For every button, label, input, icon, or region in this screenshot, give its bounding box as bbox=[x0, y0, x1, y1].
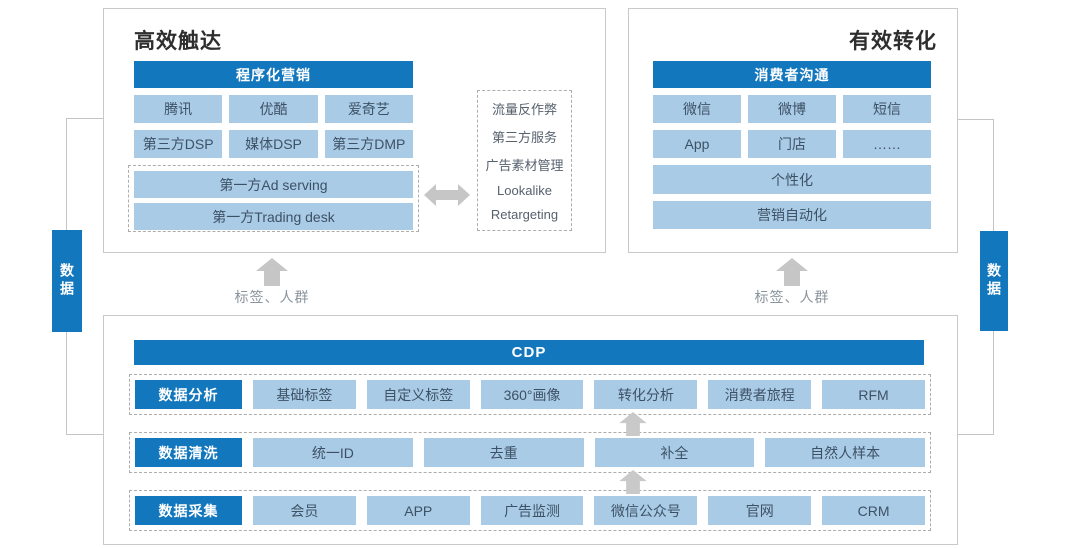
cleaning-cell: 补全 bbox=[594, 438, 755, 467]
analysis-cell: 转化分析 bbox=[594, 380, 698, 409]
channel-row-2: App 门店 …… bbox=[653, 130, 931, 158]
first-party-group: 第一方Ad serving 第一方Trading desk bbox=[128, 165, 419, 232]
up-arrow-icon bbox=[776, 258, 808, 291]
data-rail-left: 数据 bbox=[52, 230, 82, 332]
data-analysis-label: 数据分析 bbox=[135, 380, 242, 409]
programmatic-marketing-header: 程序化营销 bbox=[134, 61, 413, 88]
platform-cell: 第三方DMP bbox=[324, 130, 413, 158]
service-item: 流量反作弊 bbox=[491, 102, 557, 117]
media-row: 腾讯 优酷 爱奇艺 bbox=[134, 95, 413, 123]
collection-cell: CRM bbox=[822, 496, 925, 525]
data-cleaning-label: 数据清洗 bbox=[135, 438, 242, 467]
collection-cell: 广告监测 bbox=[480, 496, 584, 525]
collection-cell: 会员 bbox=[253, 496, 356, 525]
flow-label-right: 标签、人群 bbox=[754, 289, 830, 305]
channel-row: 微信 微博 短信 bbox=[653, 95, 931, 123]
collection-cell: 官网 bbox=[708, 496, 812, 525]
cleaning-cell: 统一ID bbox=[253, 438, 413, 467]
service-item: Lookalike bbox=[497, 183, 552, 198]
up-arrow-icon bbox=[256, 258, 288, 291]
analysis-cell: 360°画像 bbox=[480, 380, 584, 409]
channel-cell: 微信 bbox=[653, 95, 741, 123]
bidirectional-arrow-icon bbox=[424, 177, 470, 218]
third-party-services-panel: 流量反作弊 第三方服务 广告素材管理 Lookalike Retargeting bbox=[477, 90, 572, 231]
channel-cell: 门店 bbox=[748, 130, 836, 158]
consumer-communication-header: 消费者沟通 bbox=[653, 61, 931, 88]
cleaning-cell: 去重 bbox=[423, 438, 584, 467]
data-collection-row: 数据采集 会员 APP 广告监测 微信公众号 官网 CRM bbox=[129, 490, 931, 531]
analysis-cell: 消费者旅程 bbox=[708, 380, 812, 409]
platform-cell: 媒体DSP bbox=[229, 130, 318, 158]
service-item: 广告素材管理 bbox=[485, 158, 564, 173]
reach-panel-title: 高效触达 bbox=[134, 30, 222, 53]
platform-row: 第三方DSP 媒体DSP 第三方DMP bbox=[134, 130, 413, 158]
media-cell: 爱奇艺 bbox=[324, 95, 413, 123]
analysis-cell: RFM bbox=[822, 380, 925, 409]
cdp-header: CDP bbox=[134, 340, 924, 365]
analysis-cell: 基础标签 bbox=[253, 380, 356, 409]
channel-cell: App bbox=[653, 130, 741, 158]
platform-cell: 第三方DSP bbox=[134, 130, 223, 158]
data-cleaning-row: 数据清洗 统一ID 去重 补全 自然人样本 bbox=[129, 432, 931, 473]
cleaning-cell: 自然人样本 bbox=[765, 438, 925, 467]
data-rail-right: 数据 bbox=[980, 231, 1008, 331]
data-collection-label: 数据采集 bbox=[135, 496, 242, 525]
collection-cell: 微信公众号 bbox=[594, 496, 698, 525]
channel-cell: …… bbox=[843, 130, 931, 158]
reach-panel: 高效触达 程序化营销 腾讯 优酷 爱奇艺 第三方DSP 媒体DSP 第三方DMP… bbox=[103, 8, 606, 253]
first-party-cell: 第一方Trading desk bbox=[134, 203, 413, 230]
data-analysis-row: 数据分析 基础标签 自定义标签 360°画像 转化分析 消费者旅程 RFM bbox=[129, 374, 931, 415]
collection-cell: APP bbox=[366, 496, 470, 525]
first-party-cell: 第一方Ad serving bbox=[134, 171, 413, 198]
channel-cell: 微博 bbox=[748, 95, 836, 123]
cdp-panel: CDP 数据分析 基础标签 自定义标签 360°画像 转化分析 消费者旅程 RF… bbox=[103, 315, 958, 545]
media-cell: 腾讯 bbox=[134, 95, 223, 123]
service-item: Retargeting bbox=[490, 207, 559, 222]
marketing-automation-bar: 营销自动化 bbox=[653, 201, 931, 229]
channel-cell: 短信 bbox=[843, 95, 931, 123]
media-cell: 优酷 bbox=[229, 95, 318, 123]
analysis-cell: 自定义标签 bbox=[366, 380, 470, 409]
conversion-panel-title: 有效转化 bbox=[849, 30, 937, 53]
service-item: 第三方服务 bbox=[491, 130, 557, 145]
personalization-bar: 个性化 bbox=[653, 165, 931, 194]
conversion-panel: 有效转化 消费者沟通 微信 微博 短信 App 门店 …… 个性化 营销自动化 bbox=[628, 8, 958, 253]
flow-label-left: 标签、人群 bbox=[234, 289, 310, 305]
up-arrow-icon bbox=[618, 470, 648, 499]
up-arrow-icon bbox=[618, 412, 648, 441]
